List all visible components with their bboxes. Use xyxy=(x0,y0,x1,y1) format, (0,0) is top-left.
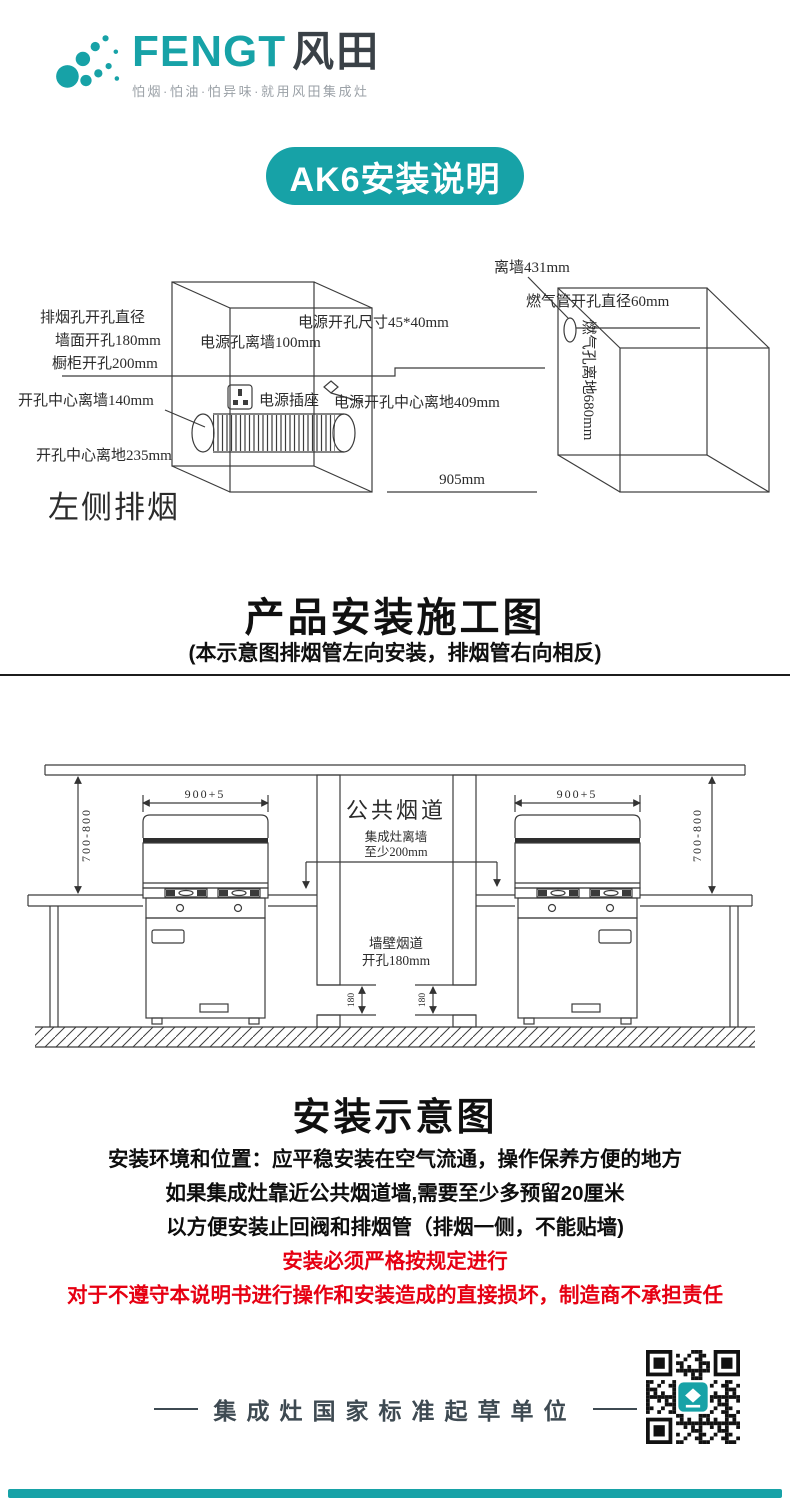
right-burners xyxy=(536,888,633,898)
label-cabinet-hole: 橱柜开孔200mm xyxy=(52,355,158,372)
bottom-accent-bar xyxy=(8,1489,782,1498)
power-hole-marker xyxy=(323,380,339,394)
footer: 集成灶国家标准起草单位 xyxy=(0,1392,790,1426)
qr-modules xyxy=(646,1350,740,1444)
note-line: 如果集成灶靠近公共烟道墙,需要至少多预留20厘米 xyxy=(165,1182,625,1205)
qr-finder-patterns xyxy=(646,1350,740,1444)
brand-text: FENGT 风田 怕烟·怕油·怕异味·就用风田集成灶 xyxy=(132,30,380,100)
qr-code xyxy=(646,1350,740,1444)
dim-height-left: 700-800 xyxy=(79,808,93,862)
footer-dash-right xyxy=(592,1408,637,1410)
footer-slogan: 集成灶国家标准起草单位 xyxy=(213,1398,577,1424)
dim-height-right: 700-800 xyxy=(690,808,704,862)
left-cabinet-wireframe xyxy=(171,281,373,493)
model-banner: AK6安装说明 xyxy=(266,147,524,205)
leader-lines xyxy=(62,276,700,493)
label-clearance-2: 至少200mm xyxy=(364,845,427,859)
dim-opening-left: 180 xyxy=(347,993,357,1008)
right-stove-unit xyxy=(514,814,641,1025)
brand-name-cn: 风田 xyxy=(292,28,381,75)
label-wall-hole: 墙面开孔180mm xyxy=(55,332,161,349)
label-vent-diameter: 排烟孔开孔直径 xyxy=(40,309,145,326)
label-common-flue: 公共烟道 xyxy=(346,798,446,823)
label-center-to-wall: 开孔中心离墙140mm xyxy=(18,392,154,409)
footer-dash-left xyxy=(153,1408,198,1410)
model-banner-label: AK6安装说明 xyxy=(289,160,501,199)
install-diagram: 900+5 900+5 700-800 700-800 公共烟道 集成灶离墙 至… xyxy=(27,764,755,1048)
right-cabinet-wireframe xyxy=(557,287,770,493)
countertops xyxy=(27,894,753,1027)
note-line: 以方便安装止回阀和排烟管（排烟一侧，不能贴墙) xyxy=(166,1216,624,1239)
warning-line: 对于不遵守本说明书进行操作和安装造成的直接损坏，制造商不承担责任 xyxy=(67,1284,723,1307)
label-width-905: 905mm xyxy=(439,472,485,488)
label-center-to-floor: 开孔中心离地235mm xyxy=(36,447,172,464)
left-burners xyxy=(164,888,261,898)
ceiling xyxy=(44,764,746,776)
dim-width-right: 900+5 xyxy=(557,787,598,801)
notes-title: 安装示意图 xyxy=(292,1097,498,1139)
construction-title: 产品安装施工图 xyxy=(244,596,546,640)
brand-tagline: 怕烟·怕油·怕异味·就用风田集成灶 xyxy=(132,84,370,99)
label-gas-floor: 燃气孔离地680mm xyxy=(580,320,598,441)
brand-dots-icon xyxy=(56,35,120,88)
cutout-caption: 左侧排烟 xyxy=(48,490,180,525)
label-power-size: 电源开孔尺寸45*40mm xyxy=(298,314,449,331)
label-power-to-wall: 电源孔离墙100mm xyxy=(200,334,321,351)
label-clearance-1: 集成灶离墙 xyxy=(365,829,428,844)
warning-line: 安装必须严格按规定进行 xyxy=(282,1250,508,1273)
brand-name: FENGT xyxy=(132,27,287,76)
label-wall-flue-1: 墙壁烟道 xyxy=(369,936,423,951)
label-wall-flue-2: 开孔180mm xyxy=(362,953,431,968)
label-power-center-floor: 电源开孔中心离地409mm xyxy=(334,394,500,411)
note-line: 安装环境和位置：应平稳安装在空气流通，操作保养方便的地方 xyxy=(108,1148,682,1171)
exhaust-duct xyxy=(191,413,356,453)
label-gas-to-wall: 离墙431mm xyxy=(494,259,570,276)
construction-subtitle: (本示意图排烟管左向安装，排烟管右向相反) xyxy=(188,642,602,665)
dim-opening-right: 180 xyxy=(418,993,428,1008)
header-logo: FENGT 风田 怕烟·怕油·怕异味·就用风田集成灶 xyxy=(52,30,380,100)
floor xyxy=(35,1026,755,1048)
gas-hole-marker xyxy=(563,317,577,343)
opening-dimensions: 180 180 xyxy=(317,984,476,1016)
clearance-leader xyxy=(302,861,501,889)
power-socket-icon xyxy=(227,384,253,410)
dim-width-left: 900+5 xyxy=(185,787,226,801)
notes-block: 安装环境和位置：应平稳安装在空气流通，操作保养方便的地方 如果集成灶靠近公共烟道… xyxy=(0,1143,790,1313)
qr-center-logo xyxy=(678,1382,708,1412)
left-stove-unit xyxy=(142,814,269,1025)
label-gas-diameter: 燃气管开孔直径60mm xyxy=(526,292,670,310)
section-divider xyxy=(0,674,790,676)
label-socket: 电源插座 xyxy=(259,392,319,409)
dimensions: 900+5 900+5 700-800 700-800 xyxy=(74,776,716,894)
cutout-diagram: 排烟孔开孔直径 墙面开孔180mm 橱柜开孔200mm 开孔中心离墙140mm … xyxy=(18,259,770,525)
